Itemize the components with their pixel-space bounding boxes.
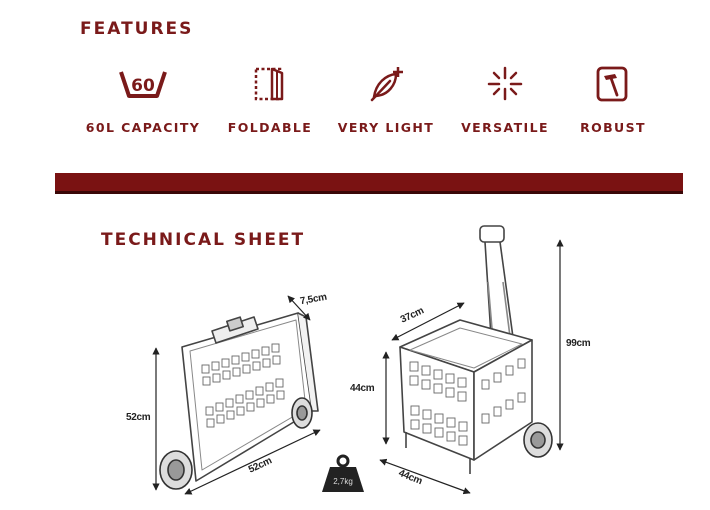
hammer-box-icon <box>548 62 678 106</box>
sparkle-icon <box>440 62 570 106</box>
feature-label: VERSATILE <box>461 120 549 135</box>
features-title: FEATURES <box>80 19 194 39</box>
feature-foldable: FOLDABLE <box>205 62 335 135</box>
fold-icon <box>205 62 335 106</box>
weight-icon: 2,7kg <box>320 454 366 494</box>
open-trolley-illustration <box>399 225 553 474</box>
feature-label: VERY LIGHT <box>337 120 435 135</box>
weight-label: 2,7kg <box>333 477 353 486</box>
feature-robust: ROBUST <box>548 62 678 135</box>
feature-versatile: VERSATILE <box>440 62 570 135</box>
feature-label: 60L CAPACITY <box>85 120 201 135</box>
open-height-label: 44cm <box>350 383 375 394</box>
feature-label: FOLDABLE <box>227 120 313 135</box>
capacity-icon-text: 60 <box>131 76 155 96</box>
divider-band <box>55 173 683 194</box>
folded-height-label: 52cm <box>126 412 151 423</box>
capacity-60-icon: 60 <box>78 62 208 106</box>
feature-label: ROBUST <box>580 120 646 135</box>
open-total-height-label: 99cm <box>566 338 591 349</box>
technical-sheet-title: TECHNICAL SHEET <box>101 230 306 250</box>
folded-trolley-illustration <box>159 312 319 490</box>
feature-capacity: 60 60L CAPACITY <box>78 62 208 135</box>
feather-icon <box>321 62 451 106</box>
feature-very-light: VERY LIGHT <box>321 62 451 135</box>
